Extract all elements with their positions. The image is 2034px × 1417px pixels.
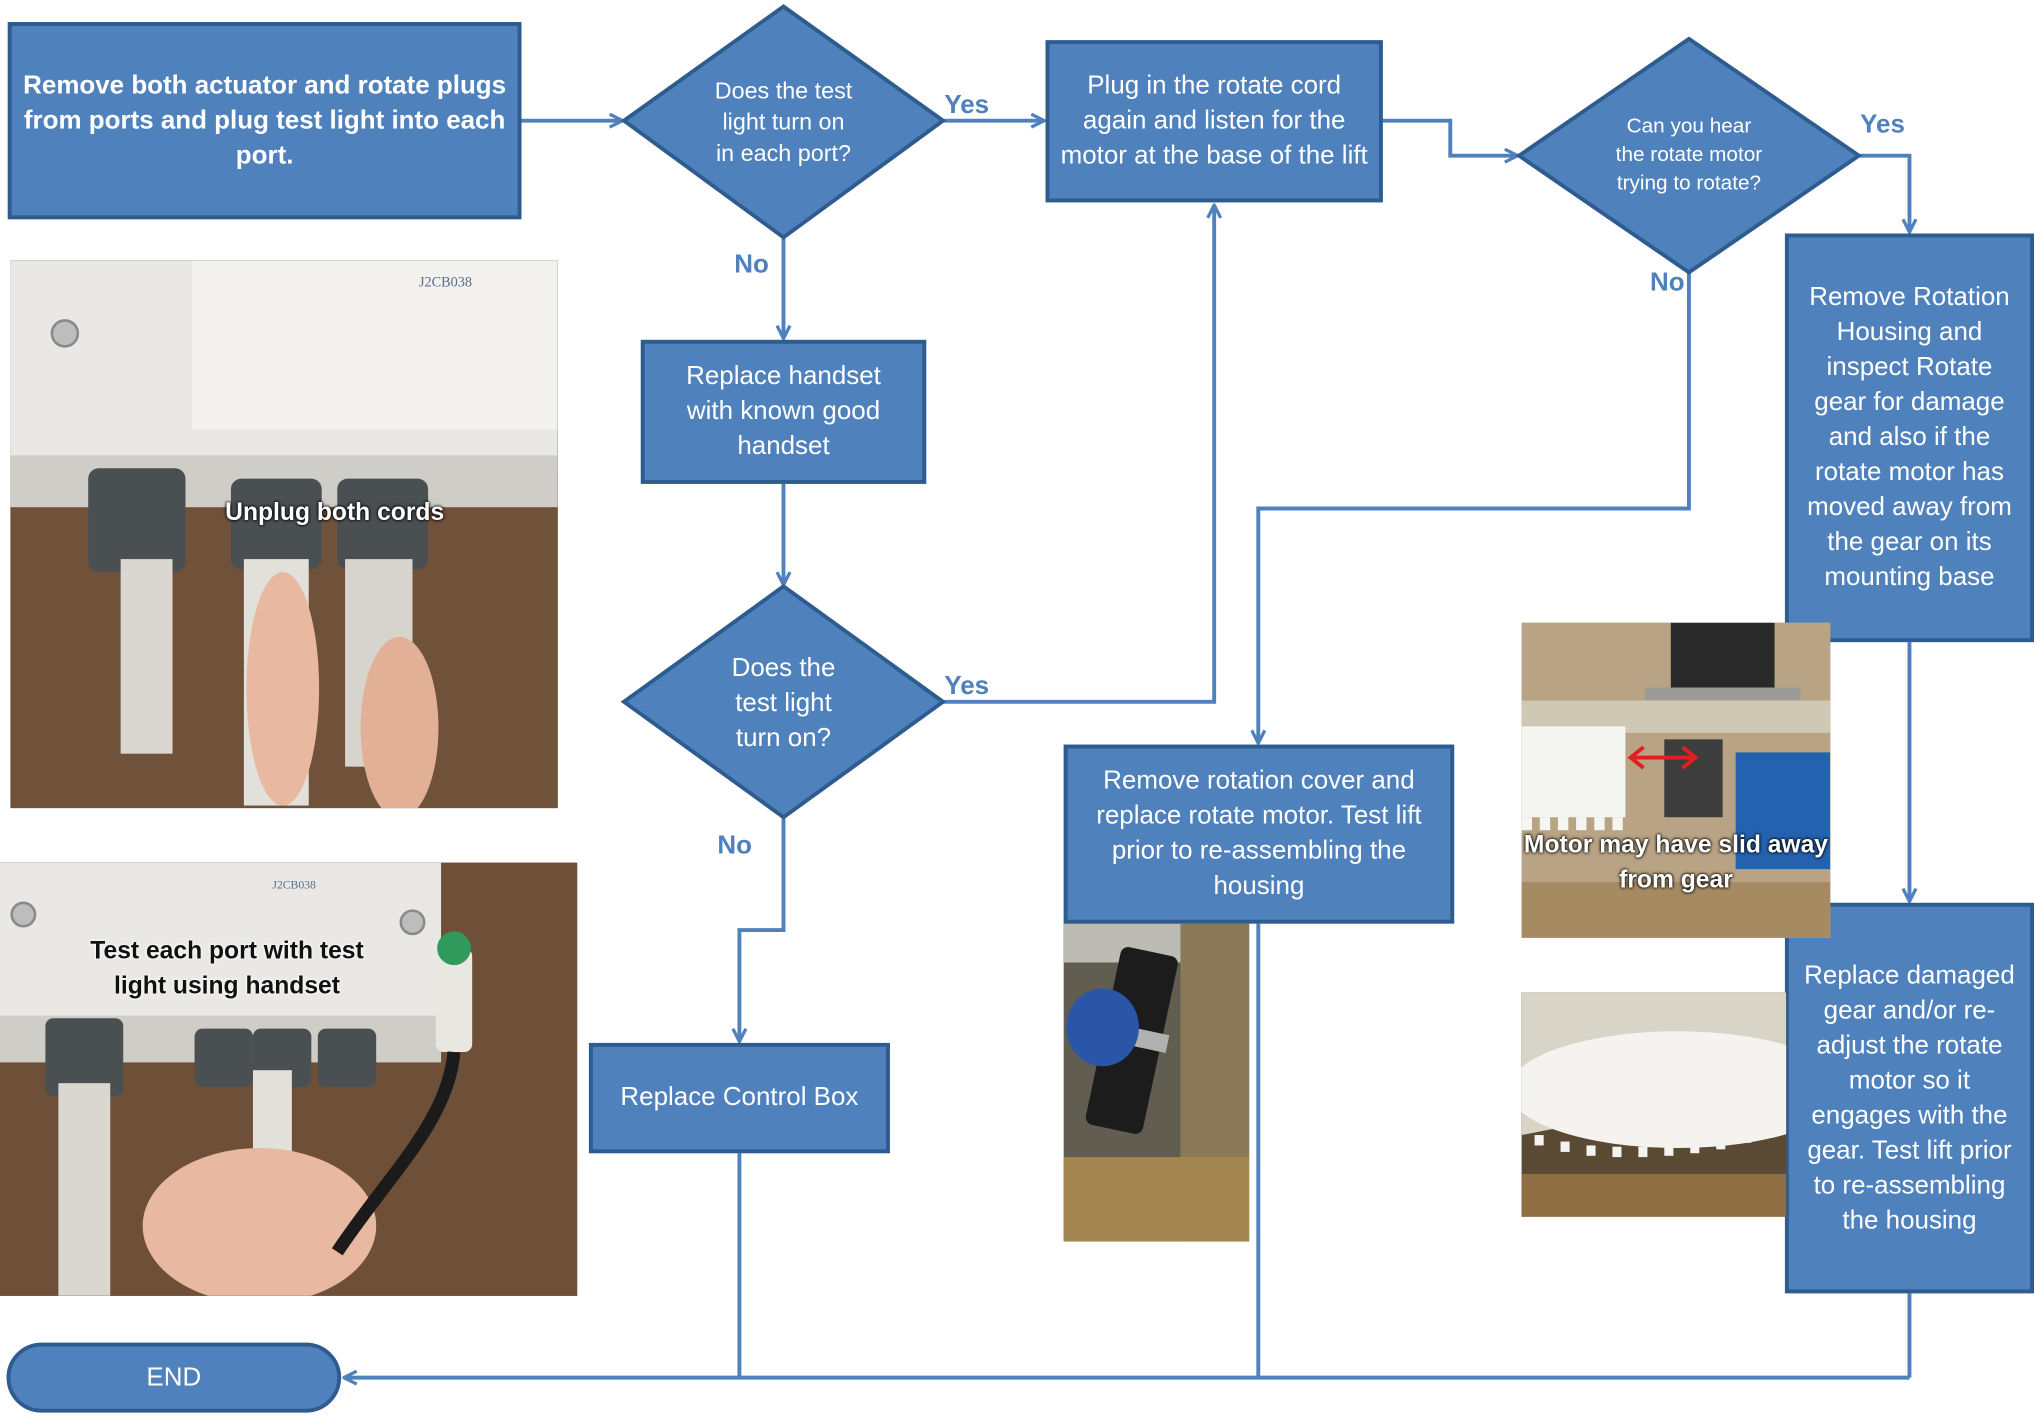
step-plug-rotate-cord: Plug in the rotate cord again and listen… (1045, 40, 1383, 203)
photo-motor-slid-caption: Motor may have slid away from gear (1523, 831, 1829, 894)
decision-q2-shape (620, 583, 947, 820)
step-replace-rotate-motor: Remove rotation cover and replace rotate… (1063, 744, 1455, 924)
photo-gear-art (1521, 992, 1787, 1217)
decision-q1-shape (620, 4, 947, 240)
terminator-end: END (6, 1342, 342, 1413)
edge-q2-no (739, 817, 786, 1041)
photo-test-port-art: J2CB038 (0, 862, 578, 1296)
photo-rotate-motor (1063, 923, 1250, 1242)
step-replace-control-box-text: Replace Control Box (620, 1083, 859, 1112)
decision-q3-text: Can you hear the rotate motor trying to … (1615, 115, 1763, 195)
step-replace-control-box: Replace Control Box (588, 1042, 890, 1154)
edge-q3-yes (1858, 153, 1910, 233)
label-q2-no: No (717, 831, 752, 861)
label-q3-yes: Yes (1860, 110, 1905, 139)
photo-unplug-cords-art: J2CB038 (10, 260, 558, 809)
label-q1-yes: Yes (944, 90, 990, 120)
decision-q2-text: Does the test light turn on? (731, 653, 836, 752)
label-q2-yes: Yes (944, 671, 990, 701)
edge-q2-yes (943, 205, 1214, 704)
photo-unplug-cords: J2CB038 Unplug both cords (10, 260, 558, 809)
photo-motor-slid-art (1521, 622, 1831, 938)
step-replace-handset-text: Replace handset with known good handset (686, 361, 881, 461)
step-remove-rotation-housing-text: Remove Rotation Housing and inspect Rota… (1807, 282, 2012, 592)
decision-q3-shape (1515, 36, 1863, 275)
photo-motor-slid: Motor may have slid away from gear (1521, 622, 1831, 938)
photo-unplug-caption: Unplug both cords (225, 499, 445, 527)
step-plug-rotate-cord-text: Plug in the rotate cord again and listen… (1060, 71, 1368, 170)
step-replace-gear-text: Replace damaged gear and/or re-adjust th… (1804, 960, 2015, 1235)
photo-test-port-caption: Test each port with test light using han… (90, 937, 364, 1001)
photo-gear (1521, 992, 1787, 1217)
step-replace-rotate-motor-text: Remove rotation cover and replace rotate… (1096, 766, 1422, 901)
photo-rotate-motor-art (1063, 923, 1250, 1242)
step-remove-rotation-housing: Remove Rotation Housing and inspect Rota… (1784, 233, 2034, 643)
terminator-end-text: END (146, 1362, 202, 1392)
step-remove-plugs-text: Remove both actuator and rotate plugs fr… (23, 70, 507, 170)
step-remove-plugs: Remove both actuator and rotate plugs fr… (7, 22, 522, 220)
step-replace-gear: Replace damaged gear and/or re-adjust th… (1784, 902, 2034, 1294)
step-replace-handset: Replace handset with known good handset (640, 339, 927, 484)
edge-q3-no (1258, 272, 1691, 743)
photo-test-port: J2CB038 Test each port with test light u… (0, 862, 578, 1296)
photo-box-label-2: J2CB038 (272, 879, 316, 892)
edge-plug-to-q3 (1382, 118, 1518, 156)
label-q3-no: No (1650, 268, 1685, 298)
label-q1-no: No (734, 250, 769, 279)
photo-box-label: J2CB038 (419, 275, 472, 291)
decision-q1-text: Does the test light turn on in each port… (714, 77, 853, 167)
